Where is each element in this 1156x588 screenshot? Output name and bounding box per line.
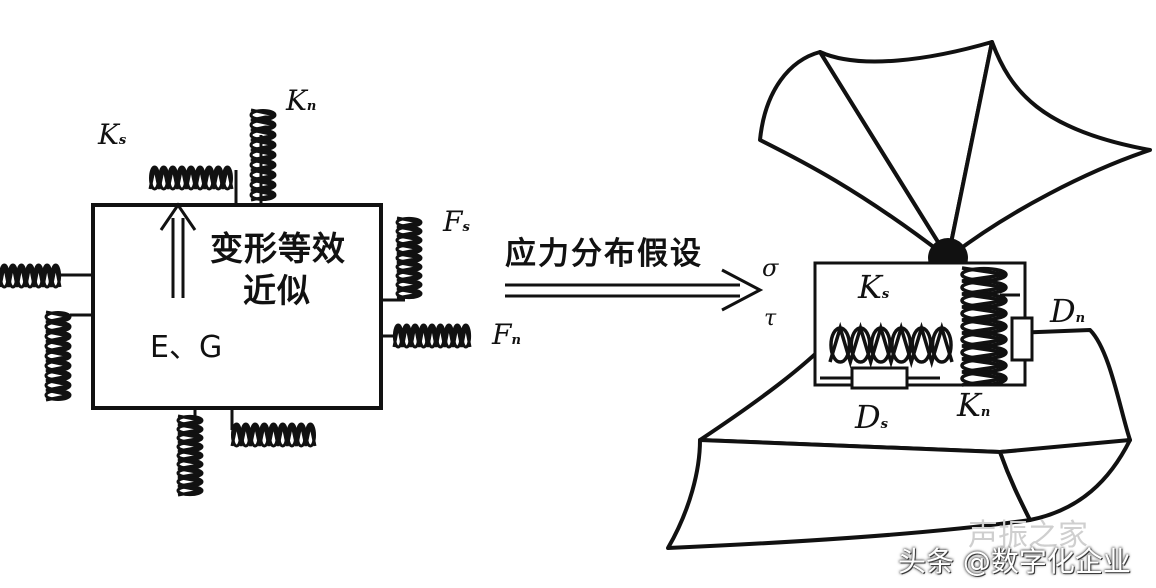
up-double-arrow-icon [159, 202, 197, 298]
material-label: E、G [150, 330, 223, 365]
watermark-credit: 头条 @数字化企业 [898, 545, 1131, 578]
label-kn-left: Kn [286, 84, 317, 117]
arrow-label: 应力分布假设 [505, 236, 703, 272]
label-kn-right: Kn [957, 386, 991, 424]
spring-right-upper [396, 216, 422, 300]
label-dn: Dn [1050, 292, 1086, 330]
label-fs: Fs [443, 205, 470, 238]
spring-kn-top [250, 108, 276, 202]
spring-right-lower [392, 324, 472, 348]
interface-spring-ks [828, 321, 954, 369]
transform-arrow-icon [505, 268, 764, 312]
center-text-line2: 近似 [243, 271, 311, 310]
spring-bottom-right [230, 423, 317, 447]
watermark-brand: 声振之家 [968, 518, 1088, 553]
label-tau: τ [764, 306, 777, 331]
spring-bottom-left [177, 414, 203, 497]
spring-left-upper [0, 264, 62, 288]
label-ks-right: Ks [858, 268, 890, 306]
label-ds: Ds [855, 398, 888, 436]
interface-spring-kn [961, 266, 1007, 387]
center-text-line1: 变形等效 [210, 229, 346, 268]
upper-part [758, 40, 1152, 260]
springs [0, 108, 472, 497]
label-sigma: σ [762, 254, 779, 282]
spring-left-lower [45, 310, 71, 402]
label-fn: Fn [492, 318, 521, 351]
spring-ks-top [148, 166, 234, 190]
label-ks-left: Ks [98, 118, 127, 151]
interface-springs [828, 266, 1008, 387]
